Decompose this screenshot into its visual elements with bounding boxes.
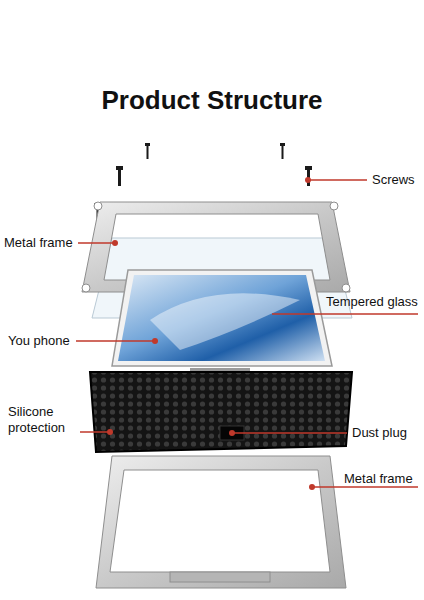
- part-label: Metal frame: [4, 235, 76, 251]
- part-label: Screws: [372, 172, 422, 188]
- part-label: Tempered glass: [326, 294, 422, 310]
- part-label: Metal frame: [344, 471, 420, 487]
- title: Product Structure: [0, 84, 424, 116]
- screws: [94, 143, 334, 230]
- part-label: Dust plug: [352, 425, 420, 441]
- part-label: Silicone protection: [8, 404, 80, 436]
- part-label: You phone: [8, 333, 74, 349]
- metal-frame-bottom: [96, 456, 346, 588]
- phone: [112, 270, 332, 366]
- leader-lines: [76, 180, 418, 487]
- silicone-protection: [90, 372, 352, 452]
- leader-dots: [107, 177, 315, 490]
